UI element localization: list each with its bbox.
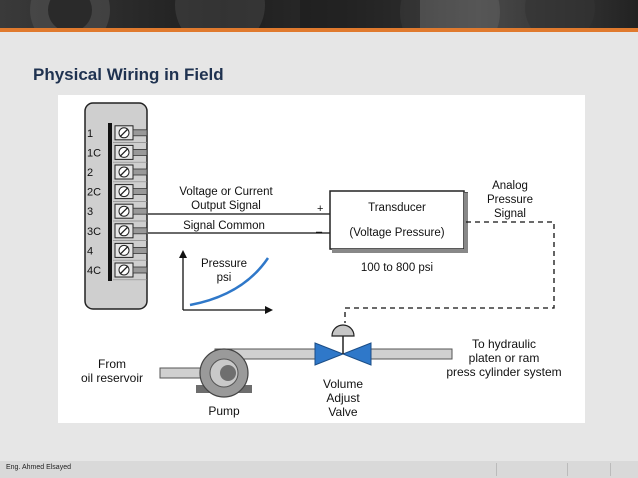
- graph-label-line2: psi: [217, 272, 232, 284]
- footer-author: Eng. Ahmed Elsayed: [6, 464, 71, 471]
- pump: [196, 348, 252, 398]
- terminal-label: 1C: [87, 147, 101, 159]
- common-label: Signal Common: [183, 220, 265, 232]
- analog-label-line3: Signal: [494, 208, 526, 220]
- valve-label-line2: Adjust: [326, 391, 360, 405]
- outlet-pipe: [369, 348, 453, 360]
- pressure-range: 100 to 800 psi: [361, 262, 433, 274]
- to-label-line3: press cylinder system: [446, 365, 561, 379]
- to-label-line1: To hydraulic: [472, 337, 536, 351]
- terminal-row: 2: [87, 164, 148, 183]
- terminal-row: 4: [87, 242, 148, 261]
- terminal-row: 1: [87, 125, 148, 143]
- from-label-line2: oil reservoir: [81, 371, 143, 385]
- from-label-line1: From: [98, 357, 126, 371]
- terminal-row: 3C: [87, 223, 148, 241]
- volume-adjust-valve: [314, 324, 372, 366]
- terminal-rows: 1 1C 2 2C 3 3C 4 4C: [87, 125, 148, 281]
- pressure-signal-line: [344, 221, 555, 323]
- terminal-row: 2C: [87, 184, 148, 202]
- terminal-module: 1 1C 2 2C 3 3C 4 4C: [84, 102, 148, 310]
- banner-graphic: [30, 0, 595, 28]
- footer-bar: [0, 461, 638, 478]
- plus-sign: +: [317, 203, 323, 215]
- valve-label-line3: Valve: [328, 405, 357, 419]
- pressure-graph: Pressure psi: [179, 250, 273, 314]
- header-banner: [0, 0, 638, 28]
- terminal-label: 3C: [87, 226, 101, 238]
- analog-label-line2: Pressure: [487, 194, 533, 206]
- terminal-row: 1C: [87, 144, 148, 163]
- terminal-label: 2: [87, 167, 93, 179]
- graph-label-line1: Pressure: [201, 258, 247, 270]
- transducer-label: Transducer: [368, 202, 426, 214]
- analog-label-line1: Analog: [492, 180, 528, 192]
- minus-sign: –: [316, 226, 323, 238]
- footer-divider: [496, 463, 497, 476]
- to-label-line2: platen or ram: [469, 351, 540, 365]
- footer-divider: [610, 463, 611, 476]
- terminal-label: 2C: [87, 187, 101, 199]
- signal-label-line2: Output Signal: [191, 200, 261, 212]
- signal-label-line1: Voltage or Current: [179, 186, 273, 198]
- terminal-row: 3: [87, 203, 148, 222]
- terminal-label: 3: [87, 206, 93, 218]
- slide-title: Physical Wiring in Field: [33, 65, 224, 84]
- footer-divider: [567, 463, 568, 476]
- transducer-box: [329, 190, 465, 250]
- wiring-diagram: 1 1C 2 2C 3 3C 4 4C Voltage or Current Output S…: [58, 95, 585, 423]
- pump-label: Pump: [208, 404, 240, 418]
- transducer-type: (Voltage Pressure): [349, 227, 444, 239]
- terminal-label: 4: [87, 245, 93, 257]
- pressure-curve: [189, 257, 270, 307]
- valve-label-line1: Volume: [323, 377, 363, 391]
- terminal-label: 1: [87, 128, 93, 140]
- terminal-row: 4C: [87, 262, 148, 281]
- terminal-label: 4C: [87, 265, 101, 277]
- wiring-diagram-svg: 1 1C 2 2C 3 3C 4 4C Voltage or Current Output S…: [81, 102, 562, 419]
- header-accent-line: [0, 28, 638, 32]
